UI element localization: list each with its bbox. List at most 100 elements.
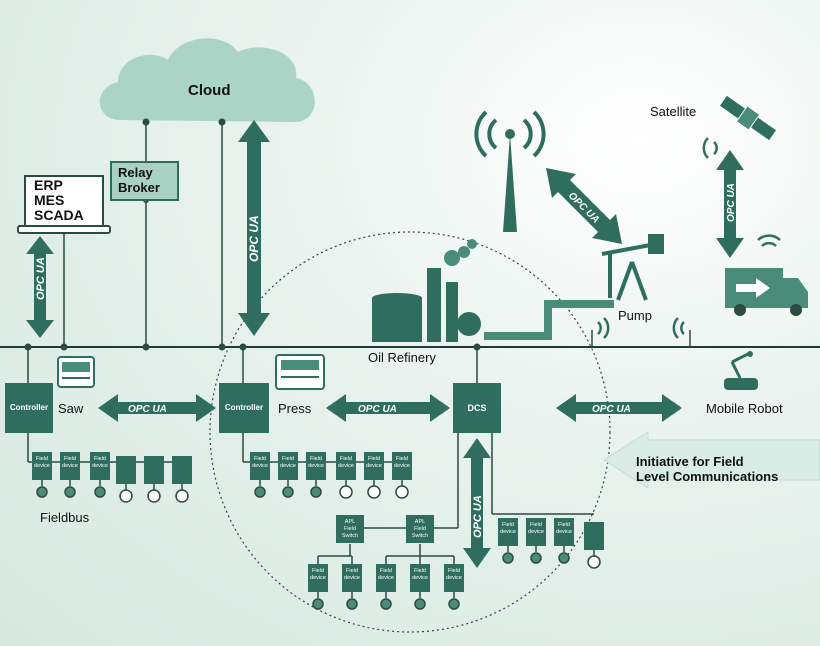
field-device-label: Field xyxy=(282,456,294,462)
field-device-label: Field xyxy=(414,568,426,574)
opc-ua-arrow-saw-controller: OPC UA xyxy=(98,394,216,422)
field-device xyxy=(584,522,604,569)
field-device-label: Field xyxy=(558,522,570,528)
svg-text:OPC UA: OPC UA xyxy=(358,404,397,415)
opc-ua-arrow-satellite: OPC UA xyxy=(716,150,744,258)
svg-text:APL: APL xyxy=(345,519,355,525)
svg-text:OPC UA: OPC UA xyxy=(247,215,261,262)
oil-refinery-icon xyxy=(372,239,481,342)
field-device-label: device xyxy=(446,575,462,581)
initiative-label: Initiative for Field Level Communication… xyxy=(636,454,779,484)
radio-tower-icon xyxy=(474,110,546,232)
svg-text:Field: Field xyxy=(344,526,356,532)
fieldbus-mid: FielddeviceFielddeviceFielddeviceFieldde… xyxy=(242,433,412,499)
svg-text:Field: Field xyxy=(414,526,426,532)
field-device-label: Field xyxy=(36,456,48,462)
field-device-label: Field xyxy=(502,522,514,528)
pump-jack-icon xyxy=(601,234,664,301)
field-device-label: Field xyxy=(310,456,322,462)
satellite-label: Satellite xyxy=(650,104,697,119)
field-device-label: device xyxy=(556,529,572,535)
field-device-label: Field xyxy=(530,522,542,528)
apl-switch-2: APL Field Switch xyxy=(406,515,434,543)
field-device-label: device xyxy=(344,575,360,581)
apl-switch-1: APL Field Switch xyxy=(336,515,364,543)
field-device-label: device xyxy=(308,463,324,469)
controller-left-label: Controller xyxy=(9,403,49,412)
field-device-label: Field xyxy=(396,456,408,462)
field-device-label: device xyxy=(310,575,326,581)
opc-ua-arrow-cloud: OPC UA xyxy=(238,120,270,336)
iflc-scope-circle xyxy=(209,231,611,633)
pipeline xyxy=(484,300,614,340)
opc-ua-arrow-press-dcs: OPC UA xyxy=(326,394,450,422)
mobile-robot-icon xyxy=(724,351,758,390)
field-device-label: device xyxy=(252,463,268,469)
fieldbus-label: Fieldbus xyxy=(40,510,90,525)
svg-text:APL: APL xyxy=(415,519,425,525)
field-device-label: device xyxy=(366,463,382,469)
cloud-icon xyxy=(99,38,315,122)
field-device-label: device xyxy=(338,463,354,469)
opc-ua-arrow-robot: OPC UA xyxy=(556,394,682,422)
field-device xyxy=(172,456,192,503)
field-device-label: device xyxy=(394,463,410,469)
field-device-label: Field xyxy=(64,456,76,462)
press-label: Press xyxy=(278,401,312,416)
field-device-label: device xyxy=(34,463,50,469)
field-device-label: Field xyxy=(368,456,380,462)
field-device xyxy=(116,456,136,503)
mobile-robot-label: Mobile Robot xyxy=(706,401,783,416)
cloud-label: Cloud xyxy=(188,82,231,99)
svg-text:OPC UA: OPC UA xyxy=(726,183,737,222)
svg-text:OPC UA: OPC UA xyxy=(128,404,167,415)
field-device-label: Field xyxy=(312,568,324,574)
dcs-box xyxy=(453,383,501,433)
controller-mid-label: Controller xyxy=(224,403,264,412)
wireless-signal-icons xyxy=(597,137,781,339)
svg-text:OPC UA: OPC UA xyxy=(35,257,47,300)
press-machine-icon xyxy=(275,354,325,390)
controller-left-box xyxy=(5,383,53,433)
field-device-label: device xyxy=(62,463,78,469)
pump-label: Pump xyxy=(618,308,652,323)
field-device-label: device xyxy=(92,463,108,469)
svg-text:OPC UA: OPC UA xyxy=(592,404,631,415)
svg-text:Switch: Switch xyxy=(412,533,428,539)
svg-text:Switch: Switch xyxy=(342,533,358,539)
field-device-label: device xyxy=(280,463,296,469)
opc-ua-arrow-erp: OPC UA xyxy=(26,236,54,338)
field-device-label: device xyxy=(412,575,428,581)
field-device-label: Field xyxy=(340,456,352,462)
controller-mid-box xyxy=(219,383,269,433)
oil-refinery-label: Oil Refinery xyxy=(368,350,436,365)
field-device-label: Field xyxy=(448,568,460,574)
dcs-label: DCS xyxy=(467,403,487,413)
relay-broker-label: Relay Broker xyxy=(118,165,160,195)
erp-mes-scada-label: ERP MES SCADA xyxy=(34,177,84,223)
opc-ua-arrow-dcs: OPC UA xyxy=(463,438,491,568)
laptop-icon xyxy=(17,175,111,234)
field-device-label: device xyxy=(500,529,516,535)
saw-label: Saw xyxy=(58,401,84,416)
field-device xyxy=(144,456,164,503)
svg-text:OPC UA: OPC UA xyxy=(472,495,484,538)
field-device-label: device xyxy=(528,529,544,535)
saw-machine-icon xyxy=(57,356,95,388)
field-device-label: device xyxy=(378,575,394,581)
